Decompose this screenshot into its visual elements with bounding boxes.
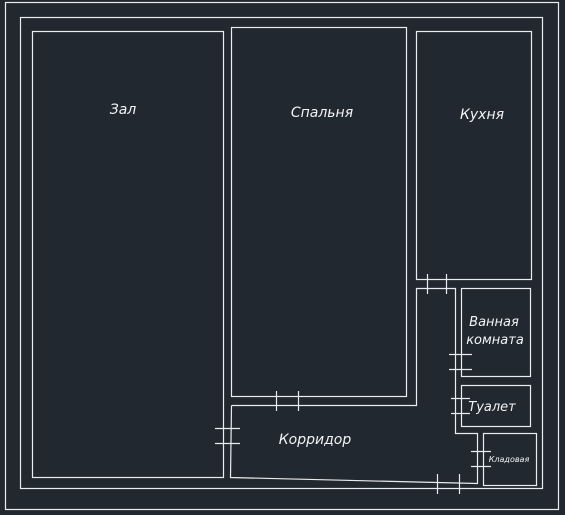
room-spalnya	[230, 26, 408, 398]
door-bathroom	[449, 353, 472, 371]
label-zal: Зал	[110, 102, 137, 118]
room-kladovaya	[482, 432, 538, 487]
outer-wall-inner	[19, 16, 544, 490]
label-koridor: Корридор	[279, 432, 352, 448]
door-entrance	[436, 474, 461, 494]
label-tualet: Туалет	[468, 400, 516, 415]
room-zal	[31, 30, 225, 479]
room-kukhnya	[415, 30, 533, 281]
corridor-wall	[229, 287, 479, 485]
door-storage	[471, 450, 491, 468]
outer-wall-outer	[4, 1, 560, 511]
label-vannaya-line1: Ванная	[469, 315, 519, 330]
room-tualet	[460, 384, 532, 428]
door-kitchen	[426, 274, 448, 294]
label-kladovaya: Кладовая	[489, 455, 530, 464]
label-spalnya: Спальня	[291, 105, 353, 121]
door-bedroom	[275, 391, 300, 411]
label-vannaya-line2: комната	[466, 333, 524, 348]
label-kukhnya: Кухня	[460, 107, 504, 123]
door-toilet	[451, 397, 470, 415]
door-zal	[215, 427, 240, 445]
room-vannaya	[460, 287, 532, 378]
